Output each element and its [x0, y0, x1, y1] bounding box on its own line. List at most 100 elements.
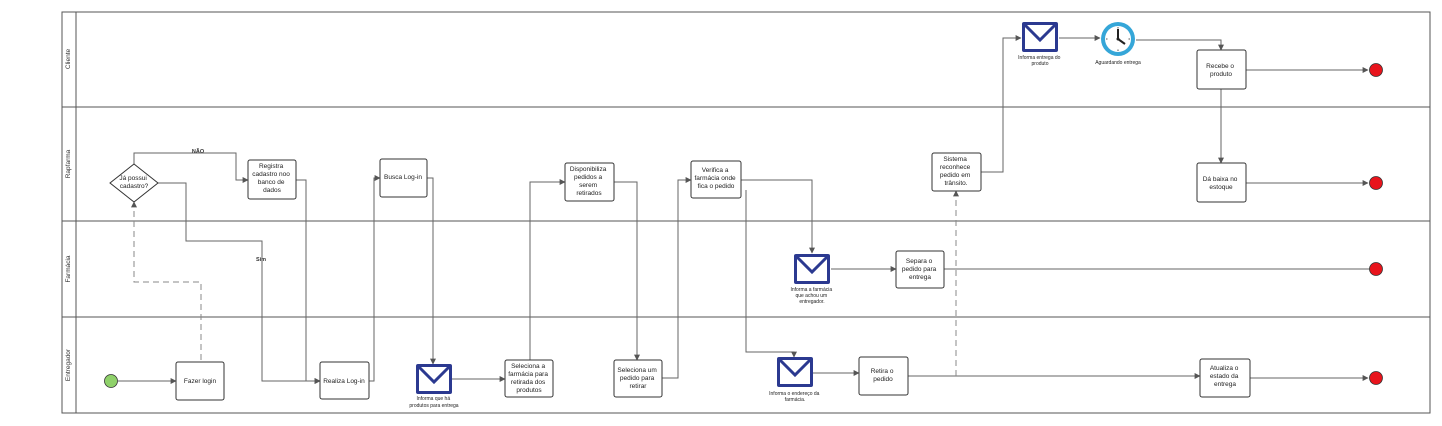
- pool-border: [61, 11, 1431, 414]
- message-label: Informa a farmácia: [790, 287, 832, 293]
- end-event-cliente: [1369, 63, 1383, 77]
- svg-text:Seleciona a farmácia par: Seleciona a farmácia para retirada dos p…: [508, 363, 550, 394]
- flow-sistema-to-msg-cliente: [981, 35, 1022, 173]
- lane-label-rapfarma: Rapfarma: [65, 149, 72, 178]
- svg-text:Separa o pedido para: Separa o pedido para entrega: [902, 258, 938, 281]
- flow-login-to-gateway: [131, 201, 202, 360]
- task-label: retirados: [576, 190, 602, 197]
- task-seleciona-pedido: Seleciona um pedido para retirar: [613, 359, 663, 398]
- svg-text:Busca Log-in: Busca Log-in: [384, 174, 422, 181]
- svg-text:Dá baixa no estoque: Dá baixa no estoque: [1203, 176, 1240, 191]
- timer-label: Aguardando entrega: [1095, 60, 1141, 66]
- task-label: reconhece: [940, 164, 971, 171]
- message-label: produto: [1032, 61, 1049, 67]
- clock-icon: [1101, 22, 1135, 56]
- flow-disponibiliza-to-seleciona-pedido: [614, 181, 640, 361]
- message-label: Informa que há: [416, 396, 450, 402]
- task-label: produtos: [516, 387, 542, 394]
- task-label: Separa o: [906, 258, 933, 265]
- task-retira-pedido: Retira o pedido: [858, 356, 909, 396]
- svg-text:Retira o pedido: Retira o pedido: [871, 368, 896, 383]
- task-label: Fazer login: [184, 378, 217, 385]
- gateway-label-line: cadastro?: [120, 183, 149, 190]
- task-label: Dá baixa no: [1203, 176, 1238, 183]
- svg-text:Aguardando entrega: Aguardando entrega: [1095, 60, 1141, 66]
- flow-gateway-nao: [133, 152, 249, 183]
- end-event-entregador: [1369, 371, 1383, 385]
- task-atualiza-estado: Atualiza o estado da entrega: [1199, 358, 1251, 398]
- message-farmacia-entregador: Informa a farmácia que achou um entregad…: [790, 254, 833, 305]
- flow-verifica-to-msg-endereco: [745, 190, 797, 358]
- task-label: cadastro noo: [252, 171, 290, 178]
- envelope-icon: [777, 357, 813, 387]
- svg-text:Informa o endereço da fa: Informa o endereço da farmácia.: [769, 391, 821, 403]
- svg-text:Recebe o produto: Recebe o produto: [1206, 63, 1236, 78]
- task-label: retirada dos: [511, 379, 546, 386]
- message-label: produtos para entrega: [409, 403, 458, 409]
- svg-text:Verifica a farmácia onde: Verifica a farmácia onde fica o pedido: [694, 167, 737, 190]
- task-label: estoque: [1209, 184, 1233, 191]
- svg-text:Disponibiliza pedidos a: Disponibiliza pedidos a serem retirados: [570, 166, 608, 197]
- message-label: entregador.: [799, 299, 824, 305]
- task-label: pedido em: [940, 172, 970, 179]
- flow-timer-to-recebe: [1136, 39, 1224, 51]
- start-event: [104, 374, 118, 388]
- task-label: Busca Log-in: [384, 174, 422, 181]
- task-label: banco de: [258, 179, 285, 186]
- task-label: Realiza Log-in: [323, 378, 365, 385]
- lane-label-cliente: Cliente: [65, 48, 72, 69]
- end-event-rapfarma: [1369, 176, 1383, 190]
- task-label: Atualiza o: [1210, 365, 1239, 372]
- task-busca-login: Busca Log-in: [379, 158, 428, 198]
- svg-text:Fazer login: Fazer login: [184, 378, 217, 385]
- task-label: farmácia para: [508, 371, 548, 378]
- task-label: Registra: [259, 163, 284, 170]
- svg-text:Sistema reconhece: Sistema reconhece pedido em trânsito.: [940, 156, 972, 187]
- message-label: que achou um: [795, 293, 827, 299]
- task-label: pedido para: [902, 266, 937, 273]
- svg-text:Informa entrega do produ: Informa entrega do produto: [1018, 55, 1062, 67]
- task-label: pedido: [873, 376, 893, 383]
- task-registra-cadastro: Registra cadastro noo banco de dados: [247, 159, 297, 200]
- svg-text:Registra cadastro noo: Registra cadastro noo banco de dados: [252, 163, 291, 194]
- lane-label-entregador: Entregador: [65, 348, 72, 381]
- message-endereco-farmacia: Informa o endereço da farmácia.: [769, 357, 821, 403]
- task-label: estado da: [1210, 373, 1239, 380]
- task-label: produto: [1210, 71, 1232, 78]
- svg-text:Atualiza o estado da: Atualiza o estado da entrega: [1210, 365, 1240, 388]
- lane-label-farmacia: Farmácia: [65, 255, 72, 282]
- envelope-icon: [1022, 22, 1058, 52]
- edge-label-nao: NÃO: [192, 148, 205, 155]
- task-separa-pedido: Separa o pedido para entrega: [895, 250, 945, 289]
- svg-text:Realiza Log-in: Realiza Log-in: [323, 378, 365, 385]
- message-label: Informa entrega do: [1018, 55, 1060, 61]
- task-recebe-produto: Recebe o produto: [1196, 49, 1247, 90]
- timer-aguardando-entrega: Aguardando entrega: [1095, 22, 1141, 66]
- svg-text:Informa a farmácia que a: Informa a farmácia que achou um entregad…: [790, 287, 833, 305]
- task-verifica-farmacia: Verifica a farmácia onde fica o pedido: [690, 160, 742, 199]
- task-label: pedido para: [620, 375, 655, 382]
- end-event-farmacia: [1369, 262, 1383, 276]
- edge-label-sim: Sim: [256, 257, 266, 263]
- flow-gateway-sim: [158, 182, 321, 384]
- task-fazer-login: Fazer login: [175, 361, 225, 401]
- task-label: dados: [263, 187, 281, 194]
- flow-seleciona-pedido-to-verifica: [662, 177, 692, 379]
- svg-text:Seleciona um pedido para: Seleciona um pedido para retirar: [617, 367, 658, 390]
- task-label: Retira o: [871, 368, 894, 375]
- task-label: trânsito.: [944, 180, 967, 187]
- gateway-label-line: Já possui: [119, 175, 146, 182]
- task-label: Disponibiliza: [570, 166, 607, 173]
- task-seleciona-farmacia: Seleciona a farmácia para retirada dos p…: [504, 359, 554, 398]
- svg-text:Informa que há produtos: Informa que há produtos para entrega: [409, 396, 458, 409]
- task-label: entrega: [909, 274, 931, 281]
- task-label: Recebe o: [1206, 63, 1234, 70]
- message-entrega-produto: Informa entrega do produto: [1018, 22, 1062, 67]
- flow-seleciona-to-disponibiliza: [529, 179, 566, 380]
- flow-registra-to-realiza: [296, 179, 321, 384]
- task-sistema-reconhece: Sistema reconhece pedido em trânsito.: [931, 152, 982, 192]
- envelope-icon: [794, 254, 830, 284]
- task-label: farmácia onde: [694, 175, 736, 182]
- task-label: Sistema: [943, 156, 967, 163]
